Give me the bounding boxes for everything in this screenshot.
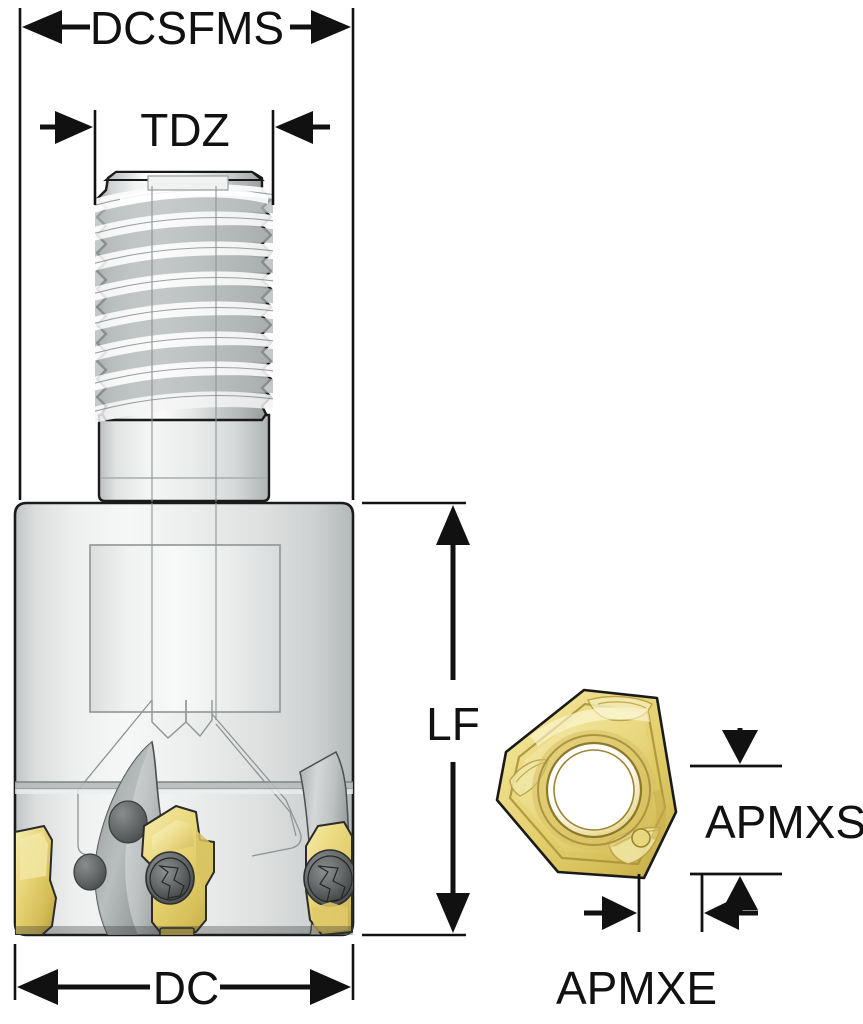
left-coolant-hole-lower [73, 853, 107, 891]
dc-label: DC [153, 962, 219, 1014]
insert-index-dimple [631, 828, 651, 848]
tdz-arrowhead-right [275, 111, 313, 144]
thread-helix-group [95, 184, 273, 424]
thread-highlight [120, 187, 268, 206]
apmxe-arrowhead-right [704, 896, 739, 930]
insert-corner-pocket-top-line [597, 701, 647, 709]
center-insert-side-face [196, 830, 212, 882]
lf-arrowhead-top [436, 505, 470, 545]
apmxe-label: APMXE [556, 962, 717, 1014]
dimension-apmxe: APMXE [556, 874, 758, 1014]
dc-arrowhead-right [310, 969, 351, 1005]
dimension-dc: DC [13, 944, 355, 1014]
insert-center-bore [553, 749, 635, 831]
left-insert-bevel [20, 832, 48, 880]
threaded-shank-assembly [95, 170, 273, 503]
shank-collar [97, 413, 271, 503]
right-insert-torx-screw [307, 855, 353, 903]
center-insert-bevel [152, 820, 194, 856]
head-hidden-centre-lines [151, 503, 217, 720]
insert-hole-countersink-edge [537, 734, 651, 846]
insert-detail-shading [508, 695, 667, 866]
dimension-apmxs: APMXS [690, 728, 863, 914]
lf-arrowhead-bottom [436, 893, 470, 933]
dcsfms-label: DCSFMS [90, 2, 284, 54]
head-groove-band [15, 782, 353, 789]
center-insert [141, 805, 215, 935]
cutter-head-assembly [13, 501, 355, 937]
center-insert-cutting-edge [159, 927, 195, 935]
shank-hidden-lines [151, 186, 217, 503]
thread-helix-bands [95, 184, 273, 424]
apmxs-label: APMXS [705, 796, 863, 848]
dcsfms-arrowhead-right [311, 10, 351, 44]
apmxs-arrowhead-top [722, 730, 758, 764]
center-insert-torx-screw [149, 857, 191, 901]
left-coolant-hole-upper [108, 800, 148, 844]
thread-helix-lines [95, 189, 273, 413]
thread-top-face [147, 175, 229, 191]
head-groove-shine [15, 789, 353, 794]
right-insert-lower-face [312, 902, 348, 932]
insert-shadow-right [650, 790, 666, 842]
dimension-dcsfms: DCSFMS [18, 2, 355, 500]
insert-highlight [530, 707, 650, 746]
dimension-lf: LF [362, 501, 480, 937]
head-hidden-pocket-rect [89, 544, 281, 713]
tdz-label: TDZ [140, 104, 229, 156]
lf-label: LF [426, 698, 480, 750]
tdz-arrowhead-left [55, 111, 93, 144]
head-bottom-shadow [15, 926, 353, 935]
dc-arrowhead-left [17, 969, 58, 1005]
insert-pockets-group [15, 740, 353, 935]
head-hidden-v-notch-2 [185, 700, 213, 738]
left-insert [15, 825, 57, 935]
insert-detail-view [495, 688, 678, 880]
head-groove-group [15, 781, 353, 794]
apmxe-arrowhead-left [602, 896, 637, 930]
dimension-tdz: TDZ [40, 104, 330, 205]
dcsfms-arrowhead-left [22, 10, 62, 44]
right-insert [303, 821, 353, 935]
